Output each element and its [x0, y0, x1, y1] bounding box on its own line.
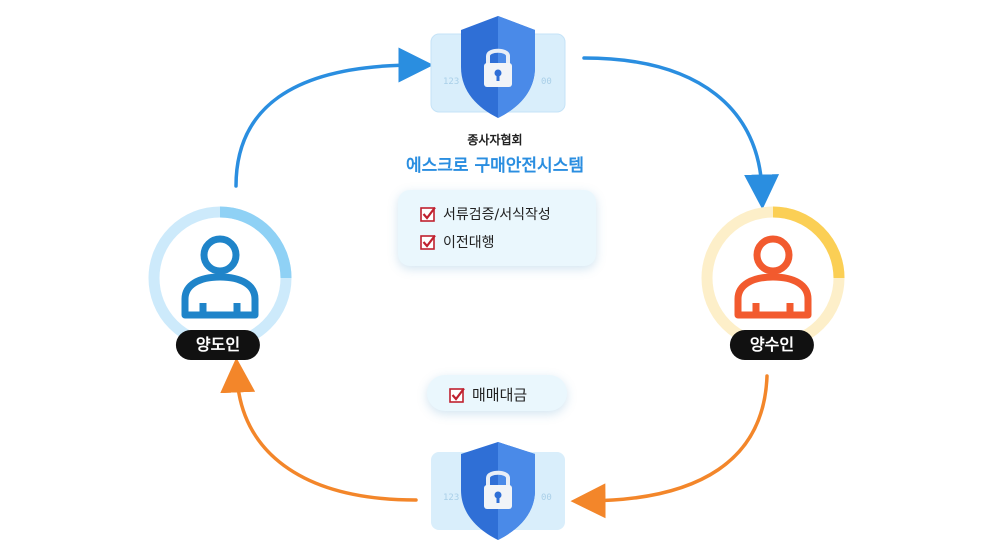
checkbox-checked-icon — [420, 234, 436, 250]
person-icon — [181, 235, 259, 319]
arrow-buyer-to-escrow — [570, 374, 769, 519]
association-name: 종사자협회 — [467, 133, 523, 147]
lock-icon — [484, 48, 512, 87]
payment-item: 매매대금 — [449, 384, 527, 405]
seller-label: 양도인 — [175, 330, 261, 360]
payment-card: 매매대금 — [427, 375, 567, 411]
svg-text:00: 00 — [541, 493, 552, 503]
checkbox-checked-icon — [420, 206, 436, 222]
escrow-shield-top: 123 00 — [423, 12, 573, 122]
checkbox-checked-icon — [449, 387, 465, 403]
svg-text:123: 123 — [443, 77, 459, 87]
seller-avatar — [145, 203, 295, 353]
arrow-seller-to-escrow — [234, 47, 434, 188]
service-item-document: 서류검증/서식작성 — [420, 204, 551, 224]
lock-icon — [484, 470, 512, 509]
escrow-shield-bottom: 123 00 — [423, 442, 573, 552]
buyer-label: 양수인 — [729, 330, 815, 360]
payment-label: 매매대금 — [472, 386, 528, 404]
arrow-escrow-to-buyer — [582, 56, 780, 210]
svg-text:00: 00 — [541, 77, 552, 87]
service-label: 이전대행 — [443, 235, 495, 251]
escrow-system-title: 에스크로 구매안전시스템 — [406, 156, 584, 176]
person-icon — [734, 235, 812, 319]
service-label: 서류검증/서식작성 — [443, 207, 551, 223]
services-card: 서류검증/서식작성 이전대행 — [398, 190, 596, 266]
escrow-title-block: 종사자협회 에스크로 구매안전시스템 — [0, 131, 990, 176]
arrow-escrow-to-seller — [220, 357, 418, 502]
svg-text:123: 123 — [443, 493, 459, 503]
service-item-transfer: 이전대행 — [420, 232, 495, 252]
